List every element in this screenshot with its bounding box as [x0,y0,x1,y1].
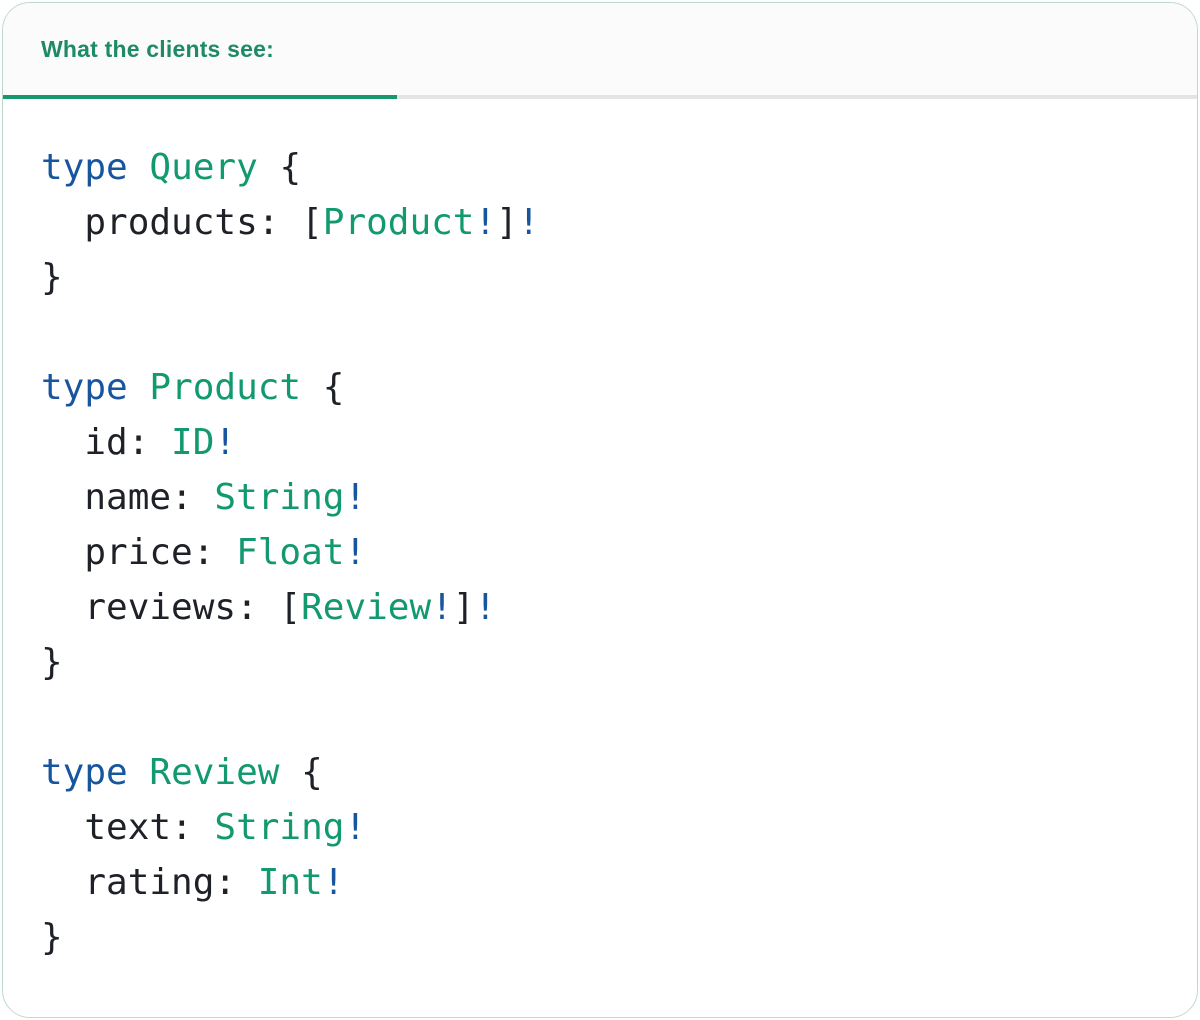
code-token: products: [ [41,202,323,243]
code-block: type Query { products: [Product!]!} type… [41,140,1159,965]
code-token: text: [41,807,215,848]
code-line: } [41,910,1159,965]
code-token: Product [322,202,475,243]
code-line [41,305,1159,360]
code-token: } [41,257,63,298]
code-token: ! [344,477,367,518]
code-token: ! [474,587,497,628]
code-line: type Review { [41,745,1159,800]
code-token: { [279,752,323,793]
code-area: type Query { products: [Product!]!} type… [3,99,1197,1017]
code-token [128,752,150,793]
code-token: type [41,752,128,793]
tab-divider [3,95,1197,99]
code-token: Float [236,532,345,573]
code-token: name: [41,477,215,518]
code-token: Int [257,862,323,903]
code-token [128,367,150,408]
code-line: type Query { [41,140,1159,195]
code-line: text: String! [41,800,1159,855]
active-tab-underline [3,95,397,99]
code-token: ! [214,422,237,463]
code-token: String [214,807,345,848]
code-token: ! [431,587,453,628]
code-token: { [257,147,302,188]
code-token: ! [474,202,497,243]
code-line: reviews: [Review!]! [41,580,1159,635]
code-line: } [41,635,1159,690]
code-token: type [41,367,128,408]
code-token: String [214,477,345,518]
code-token: rating: [41,862,258,903]
code-line: price: Float! [41,525,1159,580]
code-token: ! [344,532,367,573]
tab-bar: What the clients see: [3,3,1197,95]
code-line: products: [Product!]! [41,195,1159,250]
code-token: Product [149,367,302,408]
code-token: id: [41,422,172,463]
code-line: } [41,250,1159,305]
code-token: { [301,367,345,408]
tab-what-clients-see[interactable]: What the clients see: [41,35,274,62]
code-token: ! [344,807,367,848]
code-token [128,147,150,188]
code-token: ] [496,202,518,243]
code-token: reviews: [ [41,587,302,628]
code-line [41,690,1159,745]
code-token: type [41,147,128,188]
code-token: ! [517,202,540,243]
code-token: ! [322,862,345,903]
code-token: } [41,642,63,683]
code-line: rating: Int! [41,855,1159,910]
code-token: } [41,917,63,958]
code-token: price: [41,532,237,573]
code-token: Query [149,147,258,188]
code-line: name: String! [41,470,1159,525]
code-token: ] [452,587,475,628]
code-token: ID [171,422,215,463]
code-token: Review [149,752,280,793]
code-line: id: ID! [41,415,1159,470]
code-line: type Product { [41,360,1159,415]
code-token: Review [301,587,432,628]
